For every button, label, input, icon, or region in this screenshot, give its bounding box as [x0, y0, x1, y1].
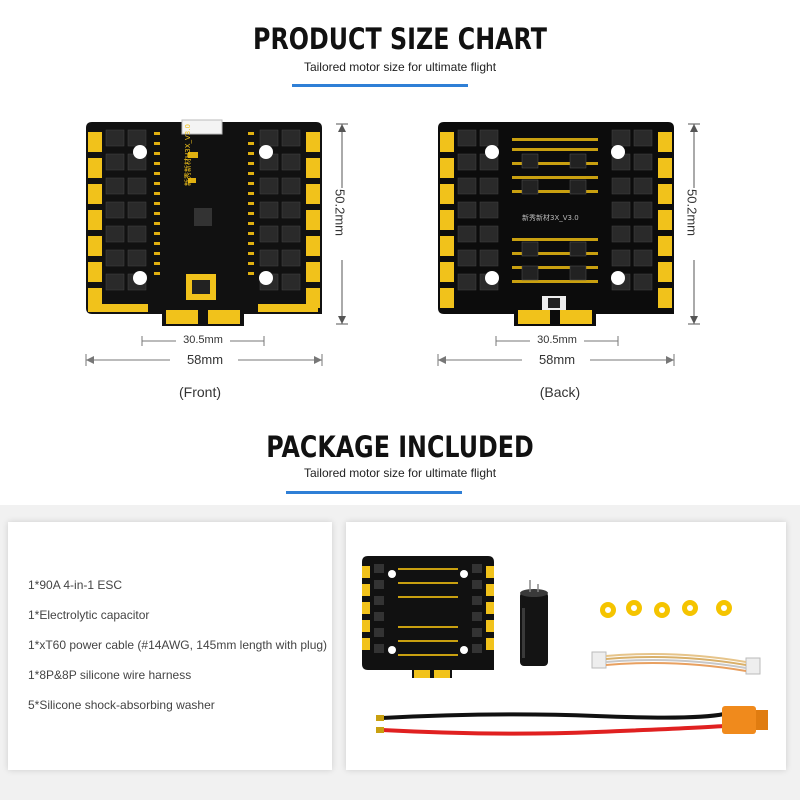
front-width-dimension [85, 354, 323, 366]
back-height-dimension [688, 123, 700, 325]
front-width-label: 58mm [186, 352, 224, 367]
back-width-dimension [437, 354, 675, 366]
front-height-dimension [336, 123, 348, 325]
package-item: 1*8P&8P silicone wire harness [28, 668, 192, 682]
package-accent-line [286, 491, 462, 494]
size-chart-subtitle: Tailored motor size for ultimate flight [303, 60, 497, 74]
front-caption: (Front) [179, 384, 221, 400]
package-item: 1*90A 4-in-1 ESC [28, 578, 123, 592]
esc-front-board: 新秀新材H3X_V3.0 [86, 119, 322, 326]
back-caption: (Back) [539, 384, 581, 400]
esc-back-board: 新秀新材3X_V3.0 [438, 122, 674, 326]
package-list-panel: 1*90A 4-in-1 ESC 1*Electrolytic capacito… [8, 522, 332, 770]
package-item: 1*xT60 power cable (#14AWG, 145mm length… [28, 638, 328, 652]
back-mount-label: 30.5mm [537, 334, 577, 346]
capacitor-photo [520, 580, 548, 666]
size-chart-accent-line [292, 84, 468, 87]
back-silk-text: 新秀新材3X_V3.0 [522, 213, 579, 222]
back-height-label: 50.2mm [684, 189, 700, 236]
package-item: 5*Silicone shock-absorbing washer [28, 698, 215, 712]
package-subtitle: Tailored motor size for ultimate flight [303, 466, 497, 480]
esc-board-photo [362, 556, 494, 678]
front-mount-dimension [141, 336, 265, 346]
washers-photo [600, 600, 732, 618]
back-mount-dimension [495, 336, 619, 346]
package-title: PACKAGE INCLUDED [266, 430, 534, 464]
package-photo-panel [346, 522, 786, 770]
front-silk-text: 新秀新材H3X_V3.0 [183, 124, 192, 186]
front-mount-label: 30.5mm [183, 334, 223, 346]
package-item: 1*Electrolytic capacitor [28, 608, 150, 622]
xt60-cable-photo [376, 706, 768, 736]
wire-harness-photo [591, 651, 761, 675]
size-chart-title: PRODUCT SIZE CHART [253, 22, 547, 56]
front-height-label: 50.2mm [332, 189, 348, 236]
package-contents-illustration [362, 556, 768, 736]
back-width-label: 58mm [538, 352, 576, 367]
